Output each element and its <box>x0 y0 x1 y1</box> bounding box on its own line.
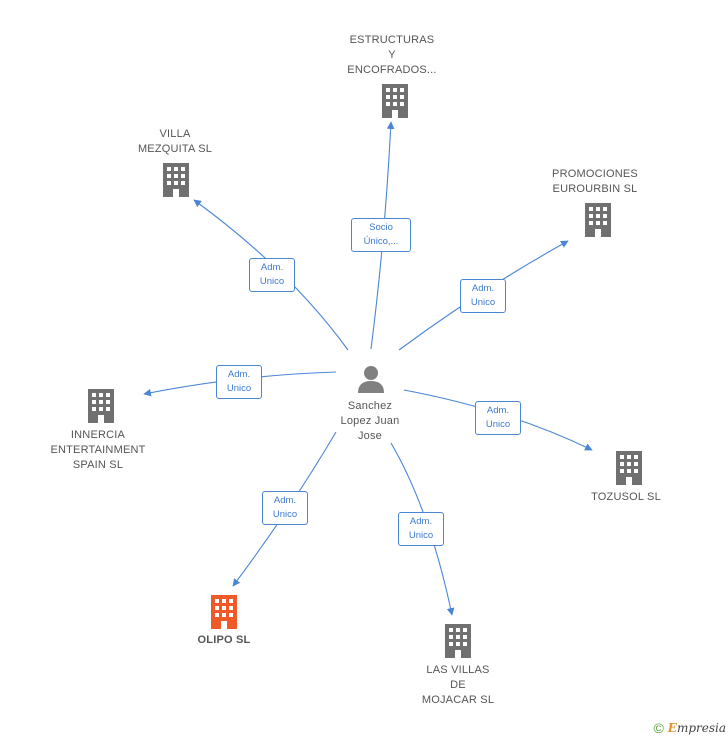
company-node-villa[interactable]: VILLA MEZQUITA SL <box>115 127 235 157</box>
company-label: INNERCIA ENTERTAINMENT SPAIN SL <box>50 429 146 471</box>
building-icon <box>88 389 114 423</box>
relation-label-innercia[interactable]: Adm. Unico <box>216 365 262 399</box>
company-label: LAS VILLAS DE MOJACAR SL <box>421 664 495 706</box>
relation-label-estructuras[interactable]: Socio Único,... <box>351 218 411 252</box>
building-icon <box>616 451 642 485</box>
building-icon <box>382 84 408 118</box>
relation-label-lasvillas[interactable]: Adm. Unico <box>398 512 444 546</box>
building-icon <box>445 624 471 658</box>
company-node-tozusol[interactable]: TOZUSOL SL <box>576 490 676 505</box>
company-label: OLIPO SL <box>197 634 251 646</box>
brand-footer: © Empresia <box>653 720 726 736</box>
company-label: TOZUSOL SL <box>591 491 661 503</box>
company-label: VILLA MEZQUITA SL <box>137 128 213 155</box>
company-label: ESTRUCTURAS Y ENCOFRADOS... <box>347 34 437 76</box>
person-node[interactable] <box>355 364 387 394</box>
relation-label-villa[interactable]: Adm. Unico <box>249 258 295 292</box>
copyright-icon: © <box>653 720 664 736</box>
relation-label-tozusol[interactable]: Adm. Unico <box>475 401 521 435</box>
company-node-estructuras[interactable]: ESTRUCTURAS Y ENCOFRADOS... <box>330 33 454 78</box>
company-node-olipo[interactable]: OLIPO SL <box>174 633 274 648</box>
person-icon <box>358 366 384 393</box>
company-node-innercia[interactable]: INNERCIA ENTERTAINMENT SPAIN SL <box>38 428 158 473</box>
person-label-wrap: Sanchez Lopez Juan Jose <box>320 399 420 444</box>
relation-label-promociones[interactable]: Adm. Unico <box>460 279 506 313</box>
company-label: PROMOCIONES EUROURBIN SL <box>552 168 638 195</box>
company-node-lasvillas[interactable]: LAS VILLAS DE MOJACAR SL <box>406 663 510 708</box>
building-icon <box>585 203 611 237</box>
brand-logo: Empresia <box>667 721 726 735</box>
building-icon-highlight <box>211 595 237 629</box>
relation-label-olipo[interactable]: Adm. Unico <box>262 491 308 525</box>
company-node-promociones[interactable]: PROMOCIONES EUROURBIN SL <box>530 167 660 197</box>
building-icon <box>163 163 189 197</box>
person-name: Sanchez Lopez Juan Jose <box>340 400 400 442</box>
